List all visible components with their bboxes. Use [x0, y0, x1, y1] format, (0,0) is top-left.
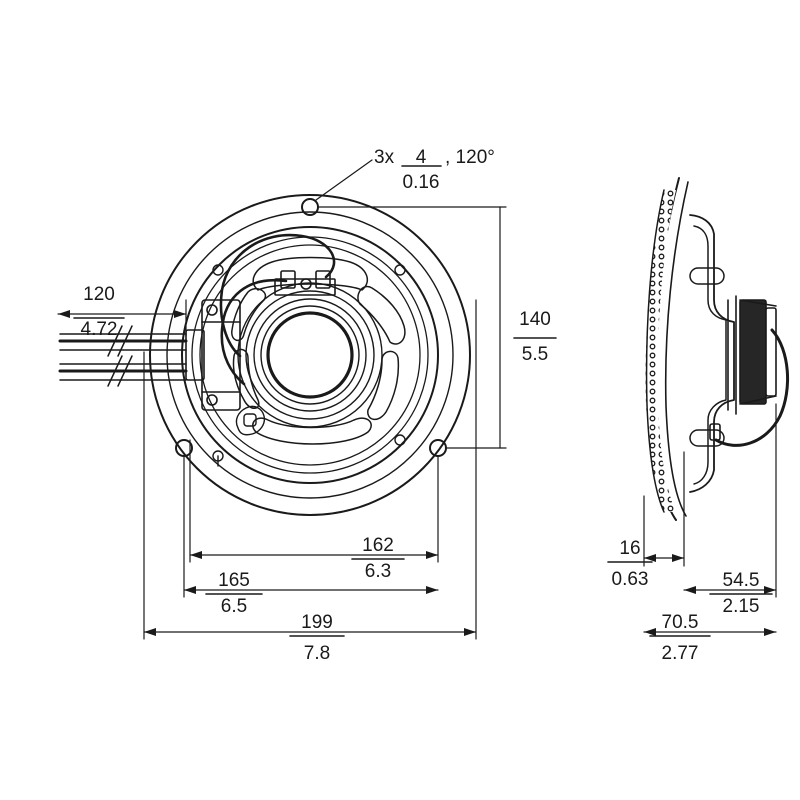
- side-cable-loop: [714, 328, 790, 447]
- connector-screw-bottom: [206, 394, 218, 406]
- dim-16-mm: 16: [619, 538, 640, 559]
- surround-inner-circle: [253, 298, 367, 412]
- side-view-group: [645, 177, 790, 521]
- front-view-group: [58, 194, 471, 516]
- cone-texture-edge: [645, 189, 665, 513]
- dust-cap-circle: [266, 311, 354, 399]
- dim-199-mm: 199: [301, 612, 333, 633]
- basket-outer-circle: [181, 226, 439, 484]
- dim-162-inch: 6.3: [365, 561, 391, 582]
- magnet-assembly: [739, 299, 777, 405]
- internal-lead-wires: [219, 233, 336, 386]
- basket-window-lower-left: [232, 348, 260, 409]
- basket-window-upper-right: [357, 285, 406, 345]
- dim-165-mm: 165: [218, 570, 250, 591]
- dim-120-inch: 4.72: [81, 319, 118, 340]
- basket-window-right: [367, 350, 400, 421]
- basket-window-group: [231, 256, 406, 445]
- magnet-back-plate: [765, 307, 777, 397]
- locating-pin-upper-right: [394, 264, 406, 276]
- frame-profile-outer: [689, 214, 735, 493]
- locating-pin-upper-left: [212, 264, 224, 276]
- dimension-text-group: 3x 4 0.16 , 120° 120 4.72 140 5.5 162 6.…: [81, 147, 760, 664]
- dim-705-arrow-right: [764, 628, 776, 636]
- dim-162-arrow-right: [426, 551, 438, 559]
- locating-pin-group: [212, 264, 406, 467]
- basket-window-lower: [252, 417, 372, 445]
- magnet-block: [739, 299, 767, 405]
- cable-break-marks: [107, 325, 133, 387]
- frame-slot-group: [689, 267, 725, 447]
- locating-pin-lower-right: [394, 434, 406, 446]
- terminal-tab-right: [315, 270, 331, 289]
- dim-16-inch: 0.63: [612, 569, 649, 590]
- lead-cable-group: [58, 325, 188, 387]
- hole-callout-inch: 0.16: [403, 172, 440, 193]
- connector-screw-top: [206, 304, 218, 316]
- lead-wire-lower: [219, 233, 336, 358]
- hole-callout-prefix: 3x: [374, 147, 395, 168]
- dim-162-arrow-left: [190, 551, 202, 559]
- hole-callout-mm: 4: [416, 147, 427, 168]
- dim-16-arrow-right: [672, 554, 684, 562]
- basket-inner-ring-circle: [199, 244, 421, 466]
- outer-flange-circle: [149, 194, 471, 516]
- magnet-top-cap: [739, 299, 777, 405]
- dim-140-inch: 5.5: [522, 344, 548, 365]
- hole-callout-angle: , 120°: [445, 147, 495, 168]
- dim-705-inch: 2.77: [662, 643, 699, 664]
- dim-162-mm: 162: [362, 535, 394, 556]
- frame-profile-inner: [693, 225, 727, 485]
- dim-199-inch: 7.8: [304, 643, 330, 664]
- dimension-lines: [57, 159, 777, 640]
- hole-callout-leader: [315, 159, 373, 201]
- dim-165-inch: 6.5: [221, 596, 247, 617]
- cone-inner-outline: [664, 181, 689, 517]
- dim-545-arrow-right: [764, 586, 776, 594]
- flange-inner-circle: [166, 211, 454, 499]
- cable-connector-housing: [185, 299, 241, 411]
- dim-199-arrow-right: [464, 628, 476, 636]
- side-cable-entry: [709, 423, 721, 441]
- dim-165-arrow-left: [184, 586, 196, 594]
- dim-120-arrow-right: [174, 310, 186, 318]
- dim-545-inch: 2.15: [723, 596, 760, 617]
- dim-705-mm: 70.5: [662, 612, 699, 633]
- dim-705-arrow-left: [644, 628, 656, 636]
- chassis-back-plate: [727, 295, 737, 415]
- dim-165-arrow-right: [426, 586, 438, 594]
- dim-120-mm: 120: [83, 284, 115, 305]
- basket-slot-badge: [235, 405, 266, 436]
- dim-545-arrow-left: [684, 586, 696, 594]
- dim-16-arrow-left: [644, 554, 656, 562]
- mounting-hole-lower-right: [429, 439, 447, 457]
- dim-545-mm: 54.5: [723, 570, 760, 591]
- surround-mid-circle: [245, 290, 375, 420]
- voice-coil-circle: [260, 305, 360, 405]
- dim-199-arrow-left: [144, 628, 156, 636]
- basket-window-upper-left: [231, 288, 267, 342]
- frame-slot-lower: [689, 429, 725, 447]
- dim-120-arrow-left: [58, 310, 70, 318]
- terminal-center-hole: [300, 278, 312, 290]
- dim-140-mm: 140: [519, 309, 551, 330]
- frame-slot-upper: [689, 267, 725, 285]
